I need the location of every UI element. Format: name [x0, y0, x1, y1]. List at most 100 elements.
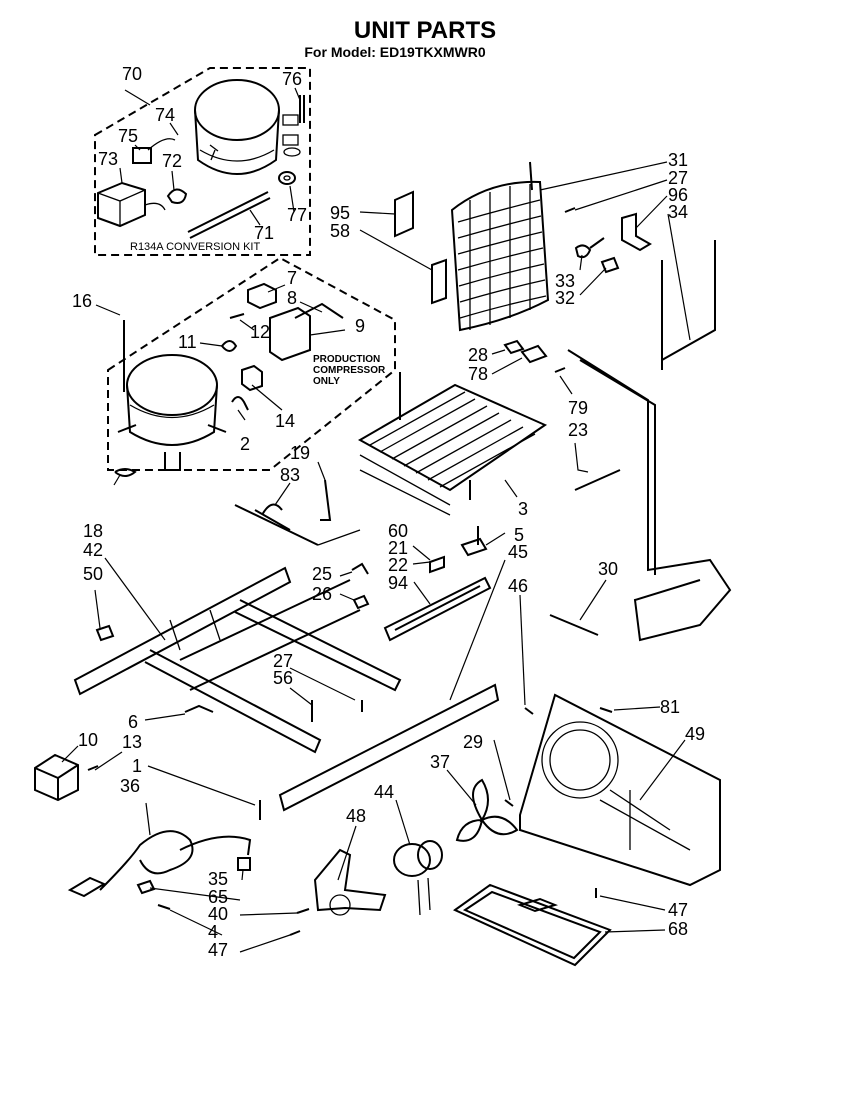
kit-clip — [166, 188, 188, 204]
kit-grommet — [278, 171, 296, 185]
part-44-fan-motor — [393, 840, 443, 916]
conversion-kit-label: R134A CONVERSION KIT — [130, 241, 260, 253]
label-4: 4 — [208, 922, 218, 942]
production-compressor-box — [107, 256, 396, 471]
label-58: 58 — [330, 221, 350, 241]
evaporator-coil — [357, 372, 548, 516]
part-40-screw — [296, 908, 310, 914]
label-70: 70 — [122, 64, 142, 84]
part-labels: 70 74 76 75 73 72 77 71 7 8 16 12 9 11 1… — [72, 64, 705, 960]
part-68-drain-pan — [453, 883, 612, 967]
production-note-line2: COMPRESSOR — [313, 365, 386, 376]
part-8-wire — [294, 302, 344, 319]
part-48-bracket — [313, 848, 387, 912]
label-37: 37 — [430, 752, 450, 772]
label-72: 72 — [162, 151, 182, 171]
label-23: 23 — [568, 420, 588, 440]
label-36: 36 — [120, 776, 140, 796]
part-23-tube — [567, 349, 732, 642]
label-79: 79 — [568, 398, 588, 418]
label-29: 29 — [463, 732, 483, 752]
part-22-bushing — [429, 555, 445, 574]
kit-compressor — [194, 79, 301, 175]
part-26-clip — [352, 594, 370, 610]
part-45-rail — [278, 683, 500, 812]
kit-relay-box — [97, 181, 166, 228]
label-42: 42 — [83, 540, 103, 560]
production-compressor — [117, 354, 227, 471]
part-78-bracket — [520, 344, 548, 364]
label-25: 25 — [312, 564, 332, 584]
part-65-clamp — [136, 879, 156, 895]
part-46-screw — [524, 707, 534, 715]
base-frame — [73, 566, 402, 754]
part-6-clip — [184, 704, 214, 713]
label-94: 94 — [388, 573, 408, 593]
label-18: 18 — [83, 521, 103, 541]
label-49: 49 — [685, 724, 705, 744]
label-27-bottom: 27 — [273, 651, 293, 671]
label-1: 1 — [132, 756, 142, 776]
label-10: 10 — [78, 730, 98, 750]
label-81: 81 — [660, 697, 680, 717]
label-3: 3 — [518, 499, 528, 519]
label-6: 6 — [128, 712, 138, 732]
model-subtitle: For Model: ED19TKXMWR0 — [304, 44, 485, 60]
part-34-capillary — [661, 240, 716, 370]
label-21: 21 — [388, 538, 408, 558]
part-4-screw — [157, 904, 171, 910]
label-8: 8 — [287, 288, 297, 308]
label-5: 5 — [514, 525, 524, 545]
label-30: 30 — [598, 559, 618, 579]
label-33: 33 — [555, 271, 575, 291]
label-22: 22 — [388, 555, 408, 575]
part-25-clip — [351, 562, 369, 575]
part-30-rod — [549, 614, 599, 636]
label-95: 95 — [330, 203, 350, 223]
label-2: 2 — [240, 434, 250, 454]
label-40: 40 — [208, 904, 228, 924]
label-71: 71 — [254, 223, 274, 243]
part-81-screw — [599, 707, 613, 713]
part-18-grommet — [114, 468, 137, 477]
part-58-block — [431, 258, 447, 305]
label-34: 34 — [668, 202, 688, 222]
label-96: 96 — [668, 185, 688, 205]
label-78: 78 — [468, 364, 488, 384]
label-13: 13 — [122, 732, 142, 752]
label-19: 19 — [290, 443, 310, 463]
part-29-clip — [504, 799, 514, 807]
kit-tube — [187, 191, 271, 239]
label-76: 76 — [282, 69, 302, 89]
label-48: 48 — [346, 806, 366, 826]
part-27-screw — [564, 207, 576, 213]
conversion-kit-box — [94, 67, 311, 256]
label-47-right: 47 — [668, 900, 688, 920]
kit-bracket — [299, 95, 305, 123]
label-68: 68 — [668, 919, 688, 939]
part-7-relay — [247, 282, 277, 310]
leader-lines — [61, 87, 691, 953]
label-16: 16 — [72, 291, 92, 311]
label-9: 9 — [355, 316, 365, 336]
label-47-bottom: 47 — [208, 940, 228, 960]
part-9-cover — [269, 306, 311, 362]
label-60: 60 — [388, 521, 408, 541]
label-27-top: 27 — [668, 168, 688, 188]
label-12: 12 — [250, 322, 270, 342]
part-48-hole — [329, 894, 351, 916]
part-37-fan-blade — [455, 778, 519, 842]
label-75: 75 — [118, 126, 138, 146]
production-note-line3: ONLY — [313, 376, 340, 387]
label-11: 11 — [178, 332, 197, 352]
label-56: 56 — [273, 668, 293, 688]
part-11-clip — [221, 340, 238, 352]
label-14: 14 — [275, 411, 295, 431]
label-73: 73 — [98, 149, 118, 169]
label-32: 32 — [555, 288, 575, 308]
part-33-drier — [574, 237, 605, 259]
label-35: 35 — [208, 869, 228, 889]
part-10-terminal-box — [34, 753, 79, 802]
part-12-clip — [229, 313, 245, 319]
